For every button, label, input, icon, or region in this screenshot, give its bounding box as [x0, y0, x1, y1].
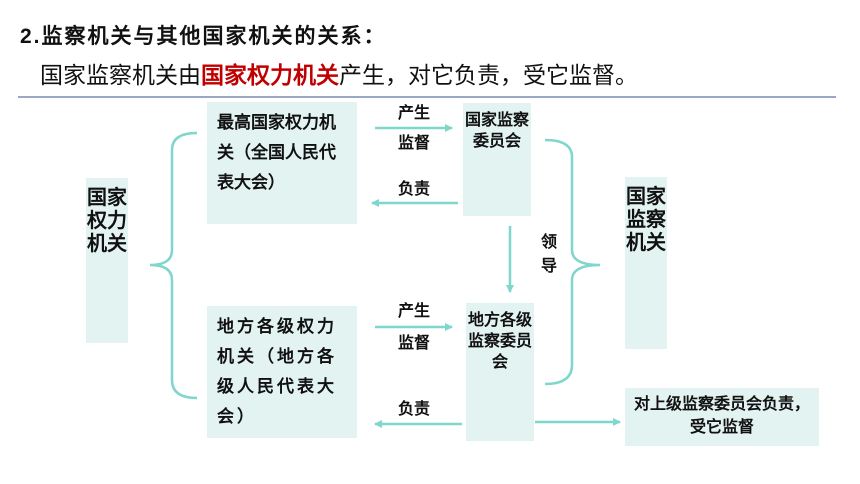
- section-number: 2.: [20, 25, 42, 48]
- left-brace: [149, 131, 198, 400]
- label-produce-bottom: 产生: [397, 301, 430, 320]
- label-responsible-bottom: 负责: [397, 399, 430, 418]
- section-title: 监察机关与其他国家机关的关系：: [41, 24, 387, 48]
- upper-level-box: 对上级监察委员会负责，受它监督: [625, 388, 819, 446]
- label-lead: 领导: [540, 232, 557, 275]
- local-congress-box: 地方各级权力机关（地方各级人民代表大会）: [207, 306, 357, 438]
- section-heading: 2.监察机关与其他国家机关的关系：: [20, 20, 387, 50]
- label-produce-top: 产生: [397, 103, 430, 122]
- statement-part-1: 国家监察机关由: [40, 63, 201, 89]
- statement-part-2: 产生，对它负责，受它监督。: [339, 63, 638, 89]
- label-supervise-top: 监督: [397, 133, 430, 152]
- right-brace: [544, 138, 601, 386]
- label-responsible-top: 负责: [397, 179, 430, 198]
- label-supervise-bottom: 监督: [397, 333, 430, 352]
- divider: [18, 96, 836, 98]
- supervisory-organ-box: 国家监察机关: [625, 177, 667, 349]
- power-organ-box: 国家权力机关: [86, 178, 128, 343]
- national-commission-box: 国家监察委员会: [463, 103, 531, 216]
- npc-box: 最高国家权力机关（全国人民代表大会）: [207, 102, 357, 224]
- local-commission-box: 地方各级监察委员会: [466, 303, 534, 441]
- statement-highlight: 国家权力机关: [201, 63, 339, 89]
- relationship-statement: 国家监察机关由国家权力机关产生，对它负责，受它监督。: [40, 56, 638, 90]
